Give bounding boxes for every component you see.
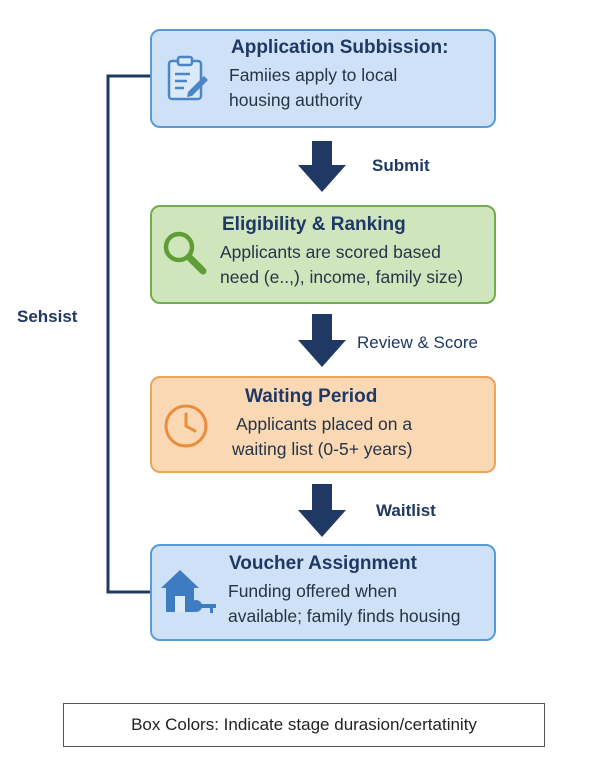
legend-text: Box Colors: Indicate stage durasion/cert…	[131, 715, 477, 734]
clipboard-icon	[167, 55, 208, 101]
edge-label-waitlist: Waitlist	[376, 501, 436, 520]
flow-arrow-1	[298, 141, 346, 192]
edge-label-review-score: Review & Score	[357, 333, 478, 352]
stage-application-desc-line1: Famiies apply to local	[229, 65, 398, 85]
edge-label-submit: Submit	[372, 156, 430, 175]
stage-eligibility-desc-line1: Applicants are scored based	[220, 242, 441, 262]
side-label: Sehsist	[17, 307, 78, 326]
stage-waiting-desc-line1: Applicants placed on a	[236, 414, 413, 434]
stage-voucher-box	[150, 544, 496, 641]
stage-eligibility-box	[150, 205, 496, 304]
flow-arrow-2	[298, 314, 346, 367]
stage-application-box	[150, 29, 496, 128]
stage-eligibility-desc-line2: need (e..,), income, family size)	[220, 267, 464, 287]
clock-icon	[164, 404, 208, 448]
magnifier-icon	[163, 231, 207, 275]
legend-box: Box Colors: Indicate stage durasion/cert…	[63, 703, 545, 747]
stage-voucher-desc-line2: available; family finds housing	[228, 606, 461, 626]
stage-waiting-title: Waiting Period	[245, 386, 378, 407]
stage-voucher-title: Voucher Assignment	[229, 553, 417, 574]
stage-waiting-desc-line2: waiting list (0-5+ years)	[232, 439, 413, 459]
flow-arrow-3	[298, 484, 346, 537]
stage-voucher-desc-line1: Funding offered when	[228, 581, 397, 601]
stage-eligibility-title: Eligibility & Ranking	[222, 214, 406, 235]
stage-application-title: Application Subbission:	[231, 37, 449, 58]
stage-waiting-box	[150, 376, 496, 473]
house-key-icon	[161, 570, 216, 613]
stage-application-desc-line2: housing authority	[229, 90, 363, 110]
